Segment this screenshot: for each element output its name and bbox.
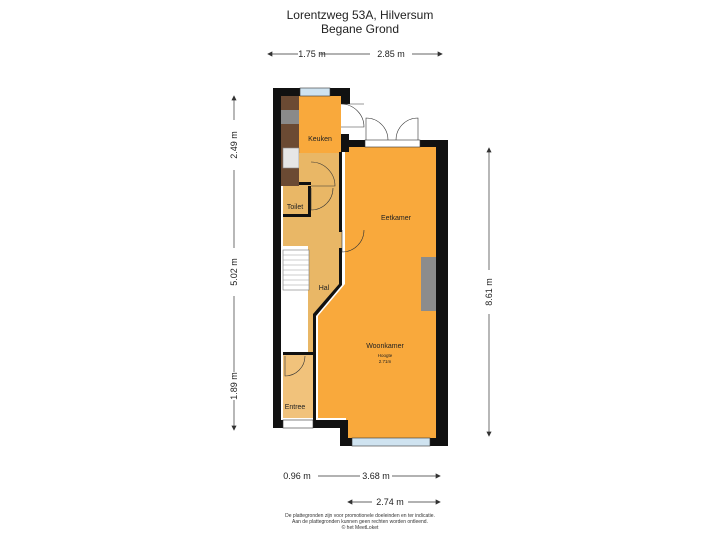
room-entree: [283, 354, 315, 418]
room-keuken: [299, 96, 341, 153]
dim-left-middle: 5.02 m: [229, 258, 239, 286]
dimension-lines: [231, 51, 492, 505]
label-hoogte-value: 2.71m: [379, 359, 392, 364]
hal-closet: [283, 216, 309, 246]
fireplace: [421, 257, 436, 311]
label-eetkamer: Eetkamer: [381, 215, 412, 222]
plan-address: Lorentzweg 53A, Hilversum: [286, 8, 434, 22]
walls: [273, 88, 448, 446]
dim-left-upper: 2.49 m: [229, 131, 239, 159]
dim-bottom-lower: 2.74 m: [376, 497, 404, 507]
footer-line-1: De plattegronden zijn voor promotionele …: [285, 513, 435, 519]
dim-bottom-mid: 3.68 m: [362, 471, 390, 481]
label-toilet: Toilet: [287, 204, 303, 211]
sink: [282, 147, 300, 169]
label-woonkamer: Woonkamer: [366, 343, 404, 350]
footer-line-2: Aan de plattegronden kunnen geen rechten…: [292, 519, 428, 525]
room-woonkamer-eetkamer: [318, 145, 436, 438]
plan-floor: Begane Grond: [320, 22, 400, 36]
dim-top-right: 2.85 m: [377, 49, 405, 59]
dim-left-lower: 1.89 m: [229, 372, 239, 400]
label-hal: Hal: [319, 285, 330, 292]
kitchen-counter: [281, 96, 299, 186]
kitchen-counter-top: [281, 110, 299, 124]
stairs: [282, 249, 310, 291]
label-hoogte: Hoogte: [378, 353, 393, 358]
doors: [284, 103, 419, 377]
windows: [282, 87, 431, 447]
dim-bottom-left: 0.96 m: [283, 471, 311, 481]
corridor-upper: [299, 153, 341, 186]
footer-line-3: © het MeetLoket: [341, 525, 379, 531]
label-keuken: Keuken: [308, 136, 332, 143]
dim-top-left: 1.75 m: [298, 49, 326, 59]
label-entree: Entree: [285, 404, 306, 411]
dim-right: 8.61 m: [484, 278, 494, 306]
